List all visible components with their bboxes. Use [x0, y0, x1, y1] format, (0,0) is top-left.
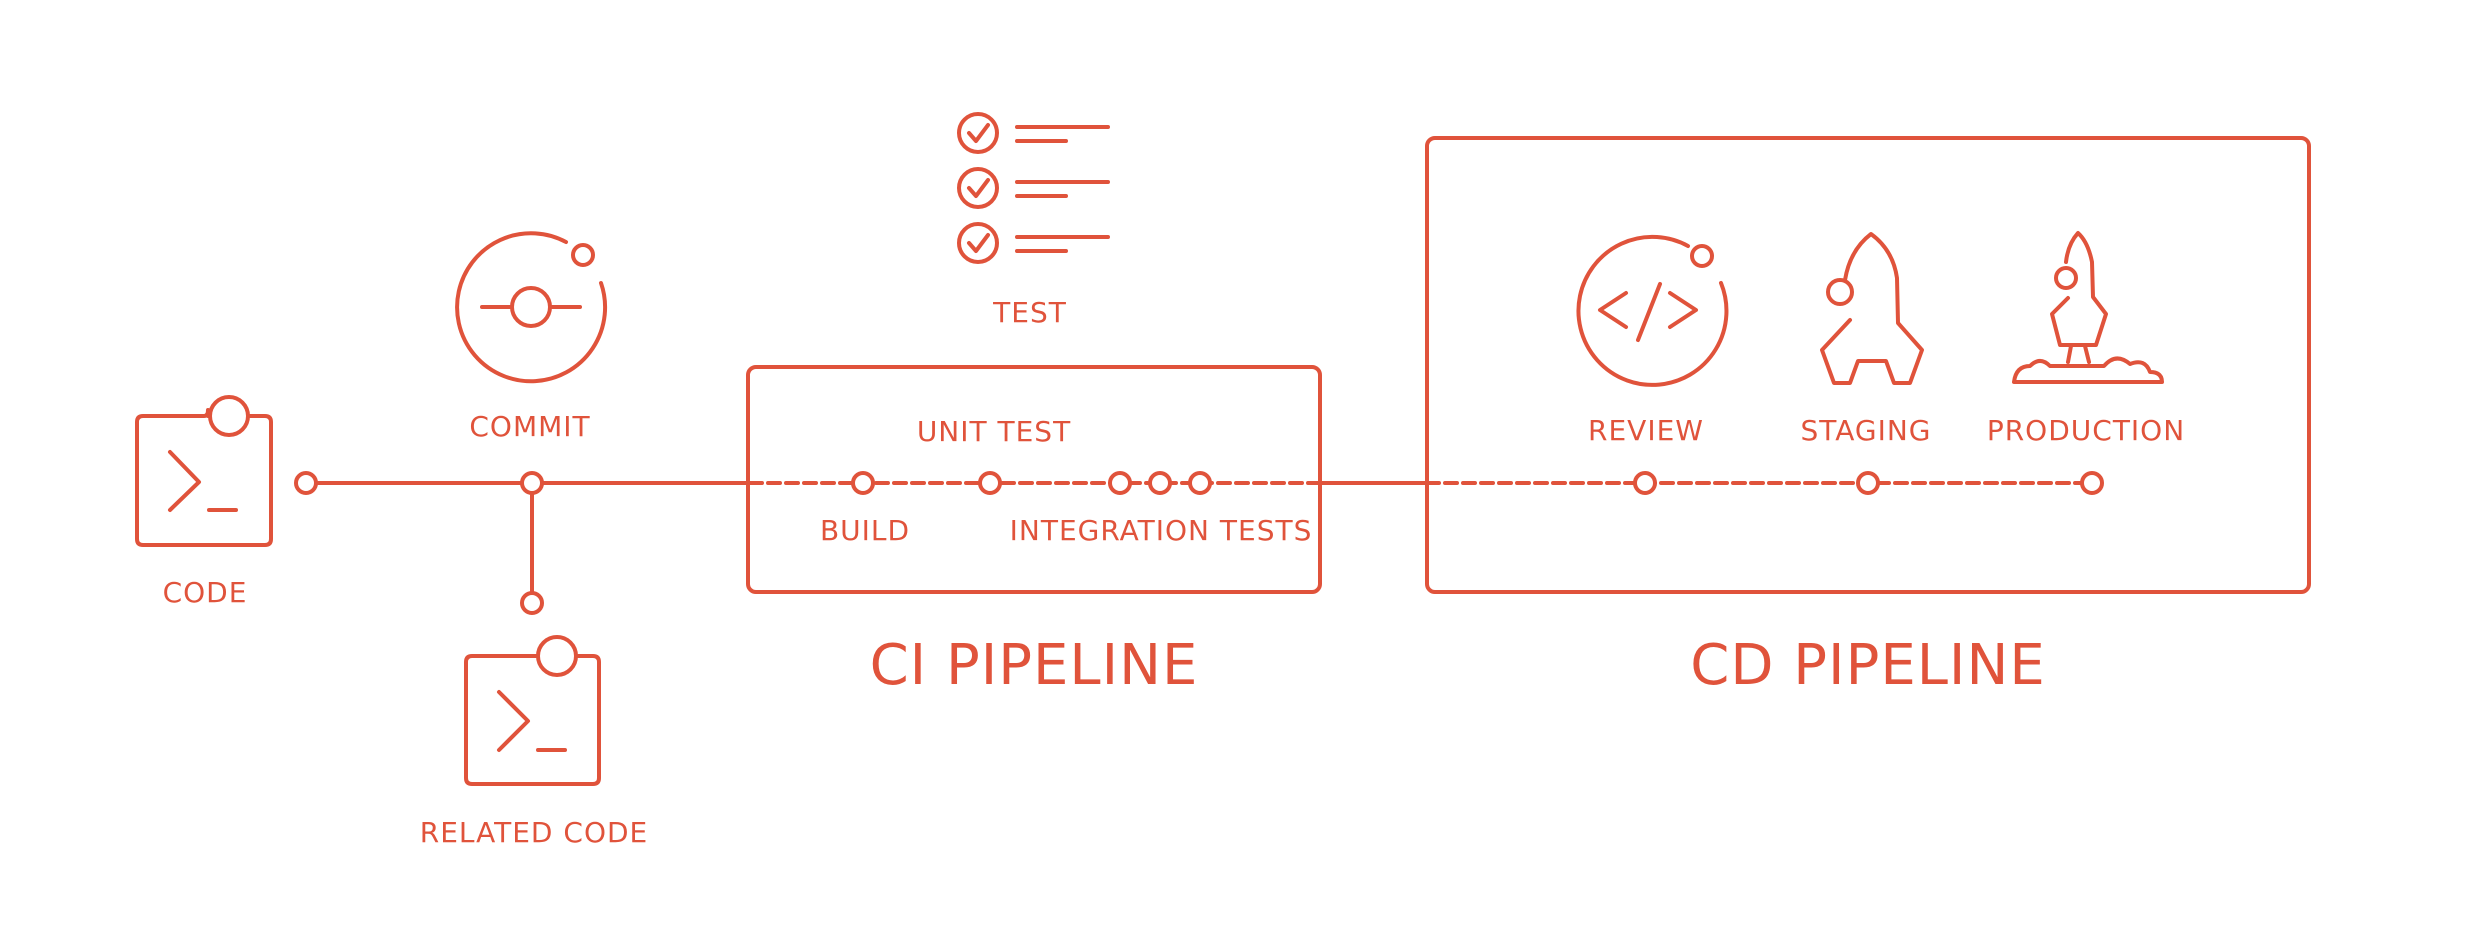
- label-build: BUILD: [820, 514, 910, 547]
- label-production: PRODUCTION: [1987, 414, 2185, 447]
- label-code: CODE: [163, 576, 248, 609]
- ci-pipeline-box: [746, 365, 1322, 594]
- node-production: [2080, 471, 2104, 495]
- node-staging: [1856, 471, 1880, 495]
- label-commit: COMMIT: [469, 410, 590, 443]
- label-staging: STAGING: [1801, 414, 1932, 447]
- cd-pipeline-title: CD PIPELINE: [1690, 633, 2045, 698]
- rocket-icon: [1820, 232, 1924, 385]
- node-code: [294, 471, 318, 495]
- ci-pipeline-title: CI PIPELINE: [870, 633, 1199, 698]
- label-review: REVIEW: [1588, 414, 1704, 447]
- rocket-launch-icon: [2012, 231, 2164, 384]
- commit-icon: [455, 231, 608, 384]
- node-commit: [520, 471, 544, 495]
- node-integration-test-1: [1108, 471, 1132, 495]
- label-integration-tests: INTEGRATION TESTS: [1010, 514, 1313, 547]
- terminal-icon: [135, 395, 273, 547]
- node-build: [851, 471, 875, 495]
- node-review: [1633, 471, 1657, 495]
- node-integration-test-3: [1188, 471, 1212, 495]
- label-related-code: RELATED CODE: [420, 816, 648, 849]
- code-review-icon: [1576, 234, 1729, 387]
- cd-pipeline-box: [1425, 136, 2311, 594]
- label-unit-test: UNIT TEST: [917, 415, 1071, 448]
- node-integration-test-2: [1148, 471, 1172, 495]
- node-related-code: [520, 591, 544, 615]
- label-test: TEST: [992, 296, 1067, 329]
- node-unit-test: [978, 471, 1002, 495]
- checklist-icon: [957, 112, 1110, 264]
- terminal-icon: [464, 635, 601, 786]
